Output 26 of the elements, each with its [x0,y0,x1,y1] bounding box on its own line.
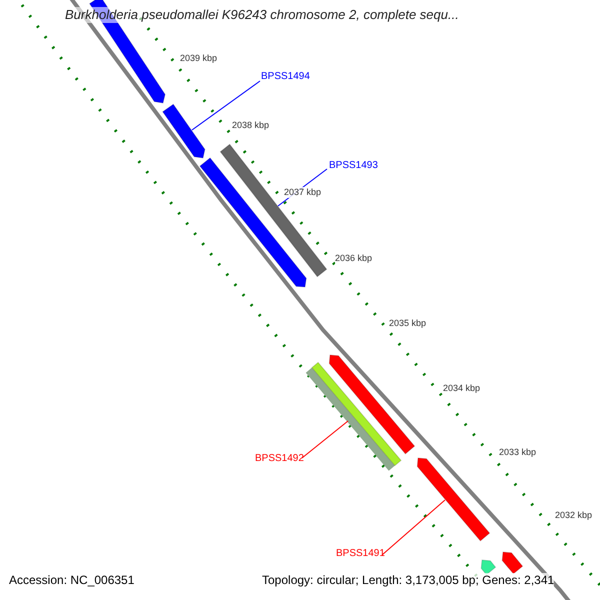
tick-label: 2032 kbp [555,510,592,521]
map-info-text: Accession: NC_006351 [9,573,134,588]
gene-bar [199,157,307,288]
tick-label: 2034 kbp [443,383,480,394]
leader-line [382,500,446,556]
gene-label: BPSS1492 [255,453,304,465]
tick-label: 2039 kbp [180,53,218,64]
gene-bar [480,559,496,576]
tick-label: 2038 kbp [232,120,270,131]
gene-bar [162,104,206,159]
tick-label: 2037 kbp [284,187,322,198]
gene-bar [328,354,416,455]
gene-bar [416,457,490,542]
gene-bar [502,551,524,574]
gene-label: BPSS1494 [261,71,310,83]
gene-bar [306,362,402,471]
leader-line [302,420,348,458]
tick-label: 2033 kbp [499,447,536,458]
map-title: Burkholderia pseudomallei K96243 chromosome 2, complete sequ... [65,7,459,23]
gene-bar [220,144,328,278]
map-info-text: Topology: circular; Length: 3,173,005 bp; Genes: 2,341 [262,573,554,588]
tick-label: 2035 kbp [389,318,426,329]
gene-label: BPSS1491 [336,548,385,560]
leader-line [192,80,260,130]
tick-label: 2036 kbp [335,253,372,264]
gene-label: BPSS1493 [329,160,378,172]
